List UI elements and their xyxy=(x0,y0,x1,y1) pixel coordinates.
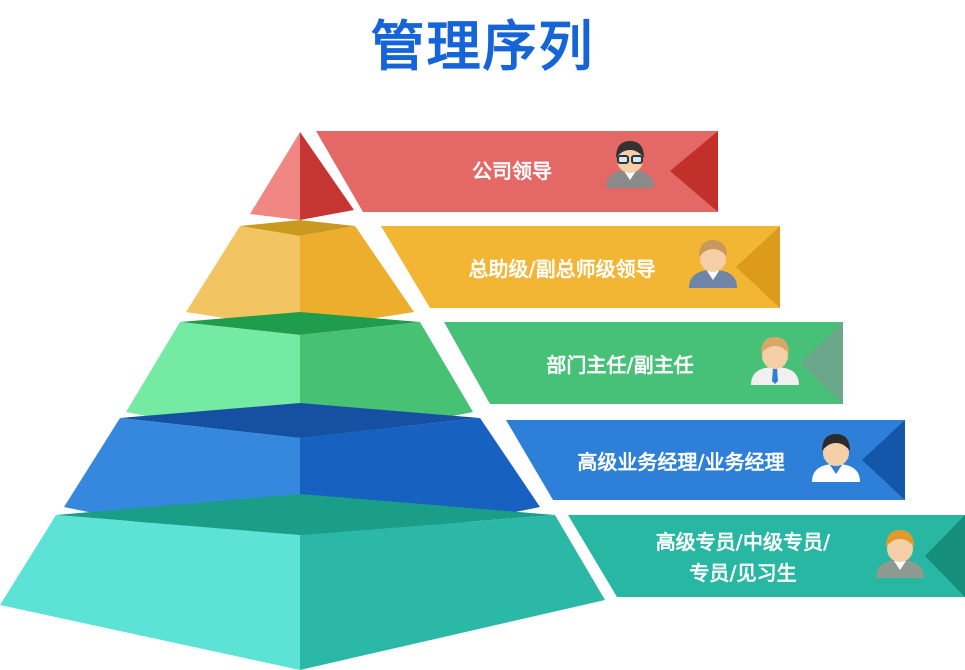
man-avatar-icon xyxy=(812,434,860,482)
banner-tail xyxy=(800,322,843,404)
man-avatar-icon xyxy=(876,530,924,578)
level-banner-1: 公司领导 xyxy=(316,131,718,212)
pyramid-tier-5 xyxy=(0,494,605,670)
level-banner-4: 高级业务经理/业务经理 xyxy=(506,420,905,500)
man-avatar-icon xyxy=(689,240,737,288)
banner-body xyxy=(444,322,843,404)
level-banner-3: 部门主任/副主任 xyxy=(444,322,843,404)
banner-tail xyxy=(925,515,965,597)
banner-body xyxy=(506,420,905,500)
glasses-man-avatar-icon xyxy=(606,141,654,188)
level-label-line-1: 高级专员/中级专员/ xyxy=(656,530,831,554)
level-label: 部门主任/副主任 xyxy=(546,353,693,377)
level-banner-5: 高级专员/中级专员/ 专员/见习生 xyxy=(568,515,965,597)
banner-tail xyxy=(670,131,718,212)
level-label: 公司领导 xyxy=(472,159,552,183)
pyramid-tier-2 xyxy=(186,220,414,330)
banner-body xyxy=(381,226,780,308)
man-avatar-icon xyxy=(751,337,799,385)
level-banner-2: 总助级/副总师级领导 xyxy=(381,226,780,308)
banner-tail xyxy=(736,226,780,308)
banner-body xyxy=(568,515,965,597)
pyramid-tier-1 xyxy=(250,132,354,220)
banner-tail xyxy=(862,420,905,500)
level-label: 总助级/副总师级领导 xyxy=(468,257,655,281)
diagram-title: 管理序列 xyxy=(370,15,595,78)
level-label-line-2: 专员/见习生 xyxy=(689,561,796,585)
level-label: 高级业务经理/业务经理 xyxy=(577,450,784,474)
